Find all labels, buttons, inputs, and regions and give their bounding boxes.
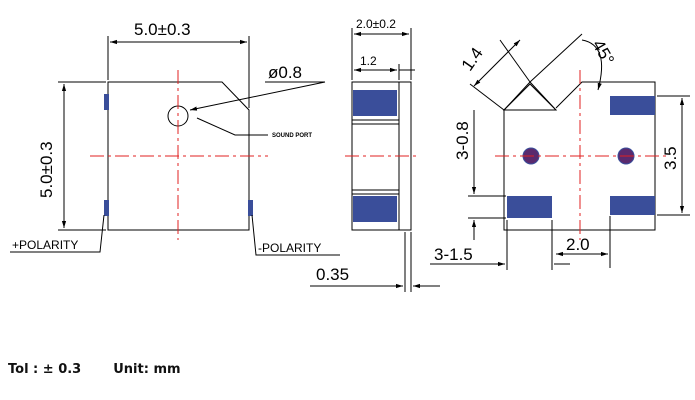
front-height-dim: 5.0±0.3: [37, 141, 56, 198]
side-pad-top: [353, 90, 397, 116]
sound-port-label: SOUND PORT: [272, 133, 312, 139]
chamfer-dim: 1.4: [458, 44, 487, 74]
plus-polarity-leader: [10, 214, 105, 253]
bottom-pad-bottom-left: [507, 196, 552, 218]
pad-span-dim: 3.5: [661, 146, 680, 170]
bottom-pad-top-right: [610, 96, 655, 115]
pad-height-dim: 3-0.8: [453, 121, 472, 160]
footer: Tol : ± 0.3 Unit: mm: [8, 362, 213, 377]
plus-polarity-label: +POLARITY: [12, 238, 78, 252]
front-right-terminal-bottom: [248, 200, 253, 216]
side-view: [310, 28, 440, 292]
side-bottom-dim: 0.35: [316, 265, 349, 284]
front-left-terminal-top: [104, 94, 109, 110]
front-left-terminal-bottom: [104, 200, 109, 216]
side-top-dim: 1.2: [360, 54, 377, 68]
front-view: [10, 36, 340, 256]
minus-polarity-label: -POLARITY: [258, 241, 321, 255]
angle-dim: 45°: [589, 37, 618, 69]
pad-pitch-dim: 2.0: [566, 235, 590, 254]
side-pad-bottom: [353, 196, 397, 222]
bottom-center-lines: [495, 70, 668, 240]
hole-dim: ø0.8: [268, 63, 302, 82]
unit-note: Unit: mm: [113, 362, 181, 377]
bottom-pad-bottom-right: [610, 196, 655, 215]
pad-width-dim: 3-1.5: [434, 245, 473, 264]
angle-dim-arc: [581, 39, 603, 91]
chamfer-dim-line: [473, 39, 521, 87]
hole-leader: [189, 81, 326, 111]
front-width-dim: 5.0±0.3: [134, 20, 191, 39]
tolerance-note: Tol : ± 0.3: [8, 362, 82, 377]
front-center-lines: [90, 70, 268, 240]
side-thickness-dim: 2.0±0.2: [356, 17, 396, 31]
sound-port-leader: [196, 117, 268, 136]
minus-polarity-leader: [251, 214, 340, 256]
